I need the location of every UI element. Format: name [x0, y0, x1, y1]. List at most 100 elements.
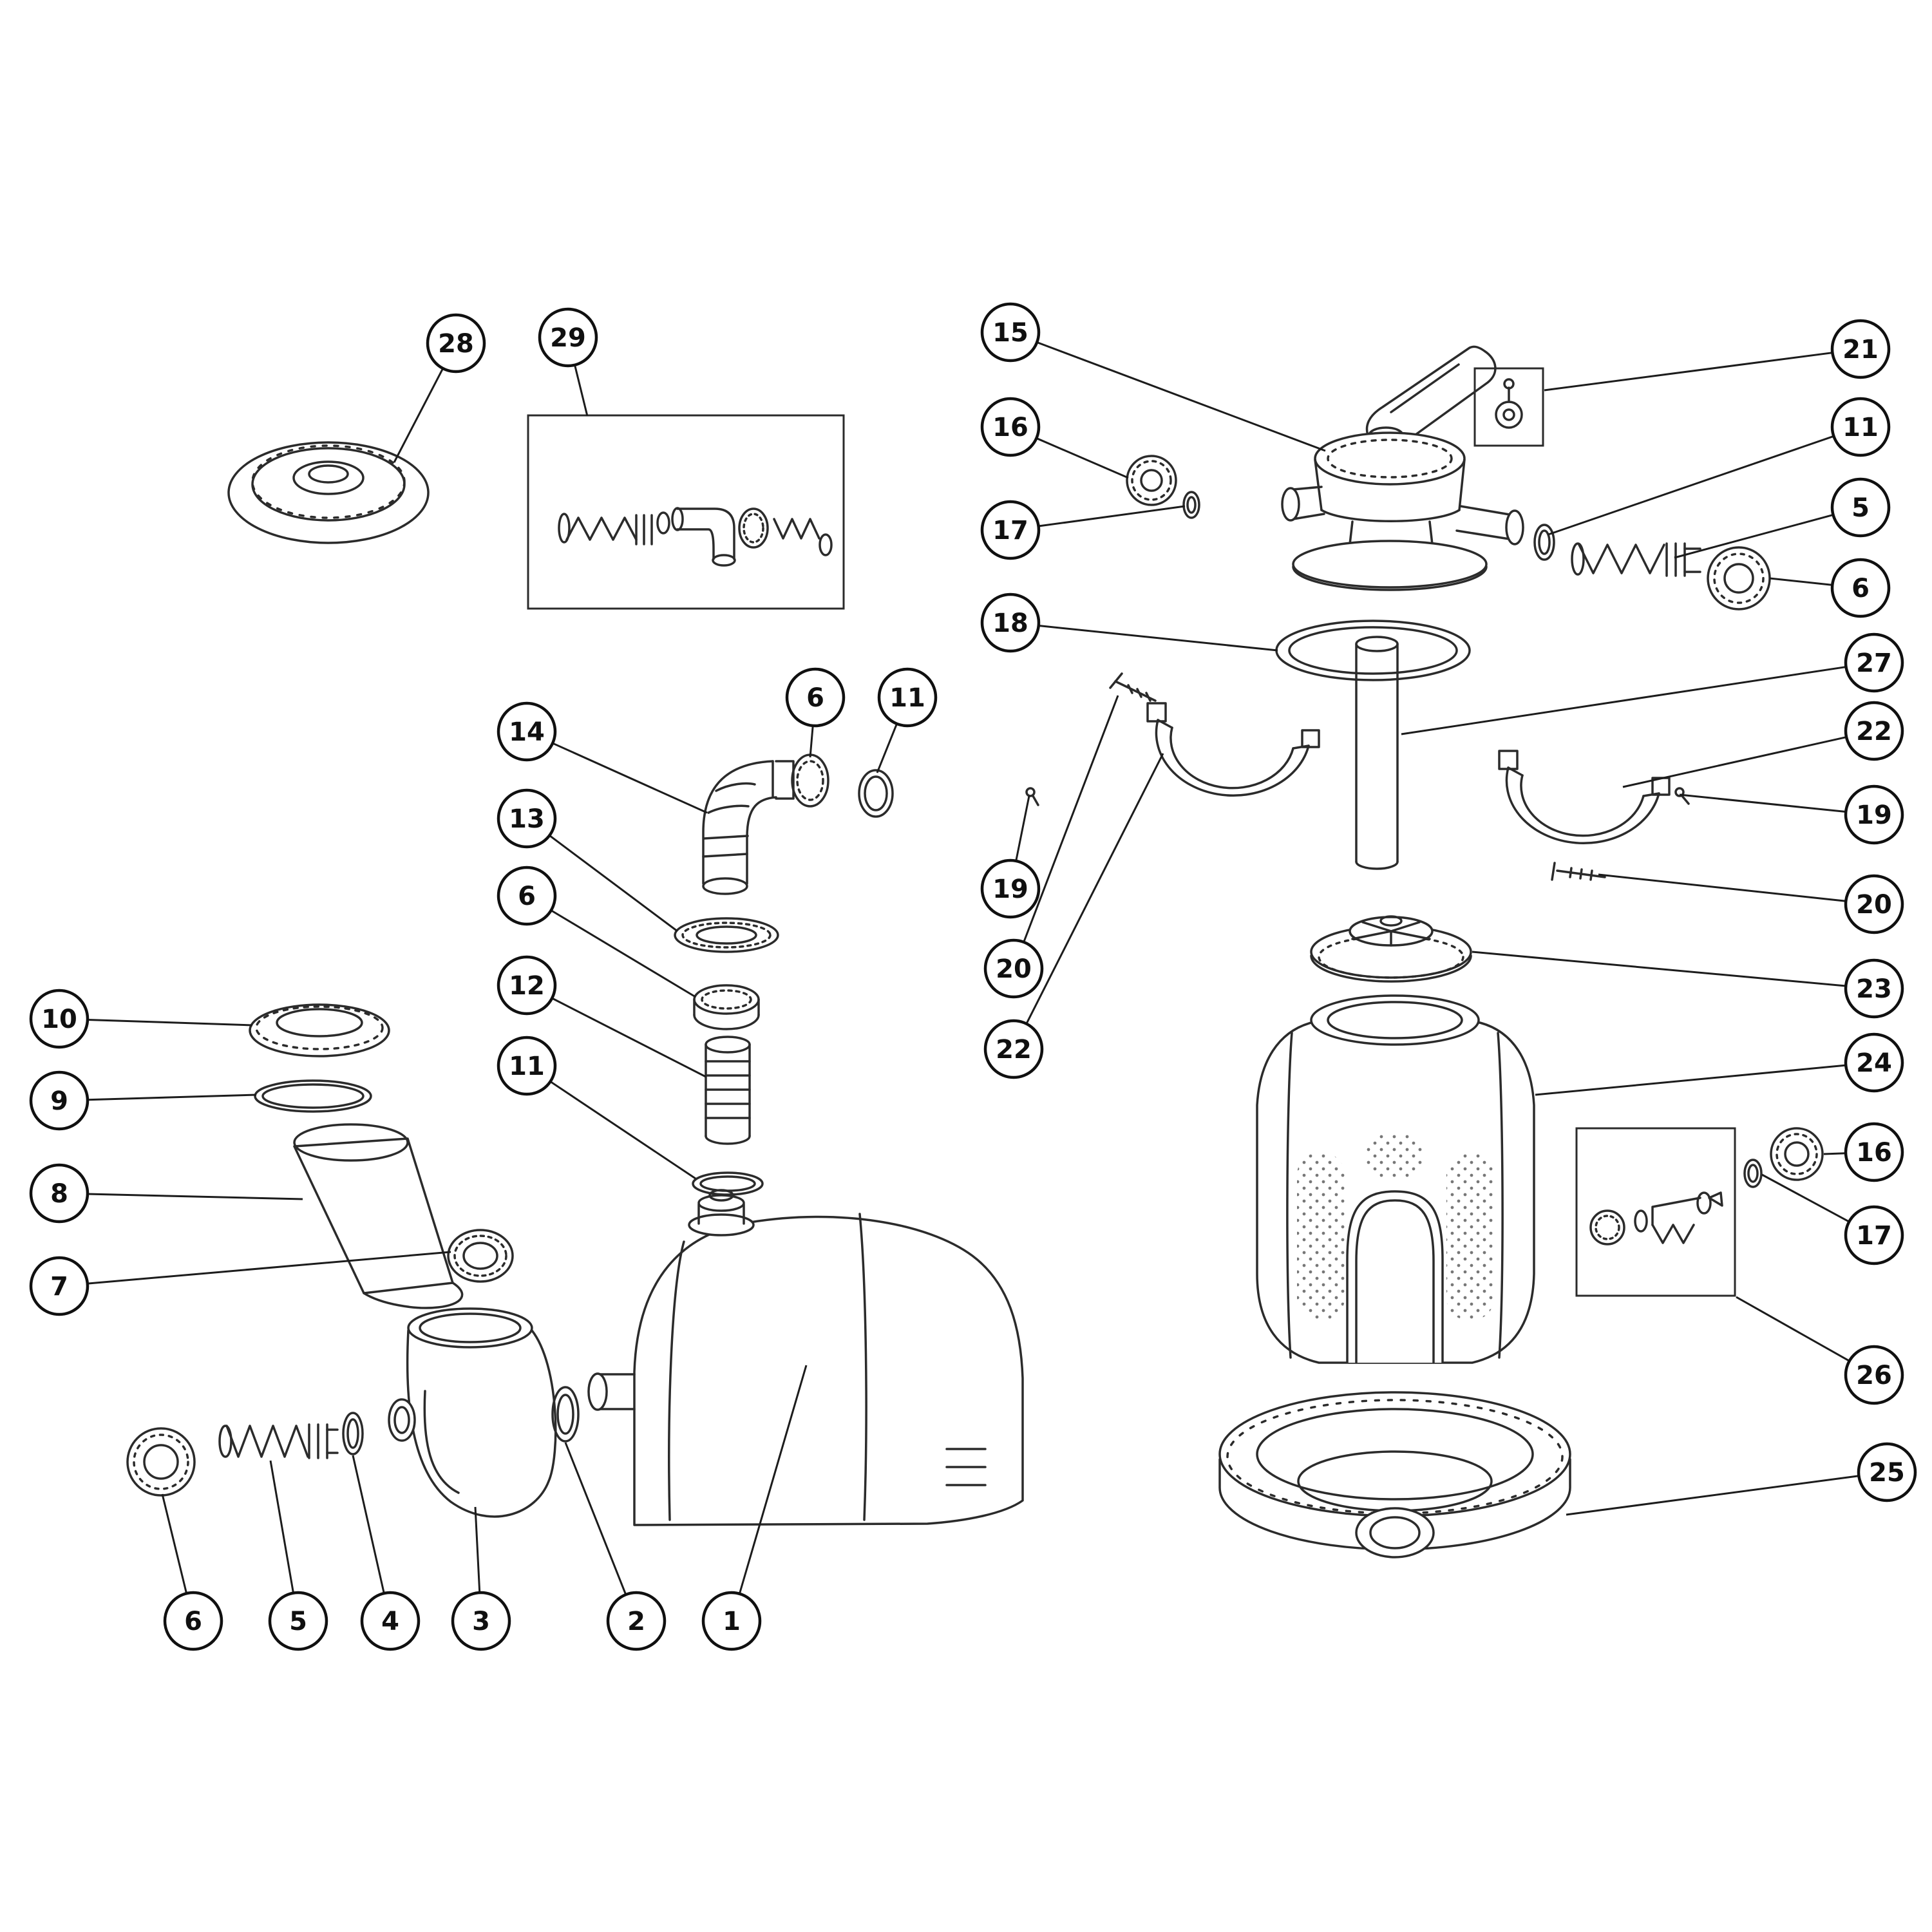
leader-line-19-32 — [1679, 793, 1846, 813]
callout-circle — [980, 302, 1041, 363]
callout-circle — [497, 1036, 557, 1096]
callout-circle — [497, 701, 557, 762]
callout-number: 14 — [509, 717, 545, 747]
leader-line-17-37 — [1761, 1173, 1850, 1223]
clamp-bolt-right-part — [1551, 862, 1606, 881]
leader-line-9-10 — [87, 1094, 257, 1101]
leader-line-17-21 — [1038, 505, 1186, 527]
pump-housing-part — [587, 1189, 1024, 1526]
callout-6-29: 6 — [1830, 558, 1891, 618]
leader-line-6-13 — [161, 1493, 188, 1594]
callout-circle — [980, 500, 1041, 560]
callout-circle — [497, 788, 557, 849]
leader-line-11-8 — [549, 1081, 696, 1180]
callout-22-31: 22 — [1844, 701, 1904, 761]
callout-circle — [1830, 397, 1891, 457]
callout-2-17: 2 — [606, 1591, 667, 1651]
leader-line-8-11 — [87, 1193, 303, 1200]
leader-line-16-36 — [1823, 1152, 1846, 1155]
hose-kit-box — [527, 414, 845, 610]
callout-number: 11 — [1842, 413, 1879, 442]
callout-12-7: 12 — [497, 955, 557, 1016]
callout-number: 13 — [509, 804, 545, 834]
callout-20-33: 20 — [1844, 874, 1904, 934]
callout-number: 11 — [509, 1052, 545, 1081]
callout-11-8: 11 — [497, 1036, 557, 1096]
leader-line-28-0 — [393, 368, 444, 463]
leader-line-22-31 — [1622, 736, 1847, 788]
callout-circle — [163, 1591, 223, 1651]
callout-circle — [497, 955, 557, 1016]
leader-line-10-9 — [87, 1018, 253, 1027]
callout-number: 5 — [1852, 493, 1870, 523]
callout-26-38: 26 — [1844, 1345, 1904, 1405]
callout-circle — [426, 313, 486, 374]
callout-circle — [606, 1591, 667, 1651]
outlet-collar-nut-part — [1707, 546, 1771, 611]
callout-circle — [360, 1591, 421, 1651]
callout-circle — [1830, 477, 1891, 538]
callout-number: 16 — [1856, 1138, 1892, 1168]
inlet-o-ring-part — [342, 1412, 364, 1455]
callout-13-5: 13 — [497, 788, 557, 849]
callout-circle — [877, 667, 938, 728]
callout-circle — [29, 989, 90, 1049]
callout-23-34: 23 — [1844, 958, 1904, 1019]
callout-circle — [980, 858, 1041, 919]
callout-8-11: 8 — [29, 1163, 90, 1224]
callout-number: 19 — [1856, 800, 1892, 830]
callout-14-2: 14 — [497, 701, 557, 762]
valve-o-ring-part — [1182, 491, 1200, 519]
callout-circle — [1857, 1442, 1917, 1502]
callout-10-9: 10 — [29, 989, 90, 1049]
callout-number: 20 — [1856, 890, 1892, 920]
leader-line-22-25 — [1025, 753, 1164, 1025]
leader-line-7-12 — [87, 1251, 451, 1285]
callout-20-24: 20 — [983, 938, 1044, 999]
union-nut-part — [693, 984, 760, 1030]
leader-line-20-33 — [1598, 873, 1846, 902]
callout-16-20: 16 — [980, 397, 1041, 457]
callout-number: 16 — [992, 413, 1028, 442]
callout-1-18: 1 — [701, 1591, 762, 1651]
leader-line-12-7 — [551, 997, 706, 1078]
callout-number: 29 — [550, 323, 586, 353]
callout-number: 6 — [806, 683, 824, 713]
callout-circle — [1844, 701, 1904, 761]
callout-number: 17 — [992, 516, 1028, 545]
filter-tank-part — [1256, 994, 1535, 1364]
clamp-right-part — [1498, 750, 1671, 845]
leader-line-24-35 — [1535, 1064, 1846, 1096]
threaded-ring-part — [447, 1229, 514, 1283]
callout-17-37: 17 — [1844, 1205, 1904, 1265]
callout-28-0: 28 — [426, 313, 486, 374]
leader-line-16-20 — [1036, 437, 1129, 479]
leader-line-25-39 — [1566, 1475, 1859, 1516]
parts-layer — [126, 345, 1824, 1558]
callout-6-6: 6 — [497, 866, 557, 926]
strainer-cover-part — [227, 441, 430, 544]
strainer-basket-part — [293, 1123, 464, 1309]
callout-number: 5 — [289, 1607, 307, 1636]
leader-line-14-2 — [552, 742, 708, 814]
callout-16-36: 16 — [1844, 1122, 1904, 1182]
callout-number: 11 — [889, 683, 925, 713]
callout-27-30: 27 — [1844, 632, 1904, 693]
callout-29-1: 29 — [538, 307, 598, 368]
callout-number: 9 — [50, 1086, 68, 1116]
clamp-screw-left-part — [1025, 787, 1039, 806]
leader-line-15-19 — [1036, 341, 1326, 452]
callout-circle — [1830, 319, 1891, 379]
leader-line-11-4 — [876, 723, 898, 773]
callout-circle — [1830, 558, 1891, 618]
callout-number: 25 — [1869, 1458, 1905, 1488]
leader-line-20-24 — [1023, 695, 1119, 943]
leader-line-6-6 — [550, 909, 696, 998]
leader-line-27-30 — [1401, 666, 1846, 735]
leader-line-29-1 — [574, 365, 589, 417]
leader-line-23-34 — [1472, 951, 1846, 987]
callout-5-14: 5 — [268, 1591, 328, 1651]
callout-circle — [980, 397, 1041, 457]
callout-circle — [983, 938, 1044, 999]
